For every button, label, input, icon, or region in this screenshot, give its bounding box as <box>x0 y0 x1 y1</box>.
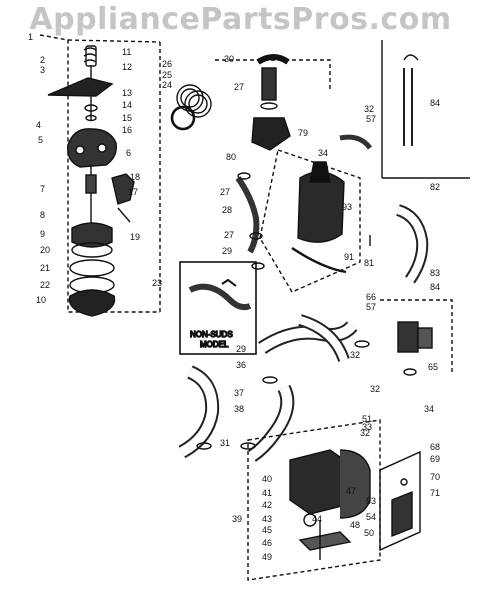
callout-28: 28 <box>222 205 232 215</box>
callout-83: 83 <box>430 268 440 278</box>
non-suds-line1: NON-SUDS <box>190 330 233 339</box>
tub-cone-assembly <box>235 134 373 293</box>
pump-assembly <box>39 34 161 317</box>
callout-40: 40 <box>262 474 272 484</box>
callout-34b: 34 <box>424 404 434 414</box>
callout-4: 4 <box>36 120 41 130</box>
callout-38: 38 <box>234 404 244 414</box>
mounting-bracket <box>379 450 421 552</box>
callout-19: 19 <box>130 232 140 242</box>
callout-84b: 84 <box>430 282 440 292</box>
callout-32b: 32 <box>350 350 360 360</box>
callout-5: 5 <box>38 135 43 145</box>
callout-27a: 27 <box>234 82 244 92</box>
callout-46: 46 <box>262 538 272 548</box>
callout-39: 39 <box>232 514 242 524</box>
non-suds-line2: MODEL <box>200 340 229 349</box>
callout-82: 82 <box>430 182 440 192</box>
non-suds-label: NON-SUDS MODEL <box>189 329 233 349</box>
callout-labels: 1 2 3 4 5 6 7 8 9 10 11 12 13 14 15 16 1… <box>28 32 440 562</box>
callout-42: 42 <box>262 500 272 510</box>
callout-15: 15 <box>122 113 132 123</box>
callout-81: 81 <box>364 258 374 268</box>
callout-17: 17 <box>128 187 138 197</box>
callout-36: 36 <box>236 360 246 370</box>
callout-12: 12 <box>122 62 132 72</box>
callout-32c: 32 <box>370 384 380 394</box>
callout-1: 1 <box>28 32 33 42</box>
callout-32a: 32 <box>364 104 374 114</box>
callout-29a: 29 <box>222 246 232 256</box>
callout-57a: 57 <box>366 114 376 124</box>
callout-80: 80 <box>226 152 236 162</box>
callout-93: 93 <box>342 202 352 212</box>
callout-21: 21 <box>40 263 50 273</box>
callout-34a: 34 <box>318 148 328 158</box>
callout-25: 25 <box>162 70 172 80</box>
callout-37: 37 <box>234 388 244 398</box>
callout-32d: 32 <box>360 428 370 438</box>
callout-53: 53 <box>366 496 376 506</box>
callout-91: 91 <box>344 252 354 262</box>
callout-20: 20 <box>40 245 50 255</box>
callout-33: 33 <box>362 422 372 432</box>
right-hose-assembly <box>380 40 470 376</box>
callout-71: 71 <box>430 488 440 498</box>
callout-79: 79 <box>298 128 308 138</box>
callout-84a: 84 <box>430 98 440 108</box>
callout-23: 23 <box>152 278 162 288</box>
motor-pump-assembly <box>247 419 381 581</box>
drain-hose-assembly <box>178 314 370 462</box>
callout-49: 49 <box>262 552 272 562</box>
callout-47: 47 <box>346 486 356 496</box>
callout-22: 22 <box>40 280 50 290</box>
callout-48: 48 <box>350 520 360 530</box>
non-suds-box <box>179 261 257 355</box>
callout-51: 51 <box>362 414 372 424</box>
callout-69: 69 <box>430 454 440 464</box>
callout-11: 11 <box>122 47 131 57</box>
callout-24: 24 <box>162 80 172 90</box>
callout-66: 66 <box>366 292 376 302</box>
callout-27b: 27 <box>220 187 230 197</box>
callout-50: 50 <box>364 528 374 538</box>
callout-14: 14 <box>122 100 132 110</box>
callout-31: 31 <box>220 438 230 448</box>
callout-27c: 27 <box>224 230 234 240</box>
callout-68: 68 <box>430 442 440 452</box>
inlet-hose-assembly <box>170 54 331 151</box>
callout-3: 3 <box>40 65 45 75</box>
watermark: AppliancePartsPros.com <box>29 2 452 37</box>
callout-70: 70 <box>430 472 440 482</box>
callout-8: 8 <box>40 210 45 220</box>
callout-26: 26 <box>162 59 172 69</box>
callout-43: 43 <box>262 514 272 524</box>
callout-54: 54 <box>366 512 376 522</box>
callout-29b: 29 <box>236 344 246 354</box>
callout-7: 7 <box>40 184 45 194</box>
callout-13: 13 <box>122 88 132 98</box>
callout-41: 41 <box>262 488 272 498</box>
callout-10: 10 <box>36 295 46 305</box>
callout-57b: 57 <box>366 302 376 312</box>
callout-44: 44 <box>312 514 322 524</box>
callout-18: 18 <box>130 172 140 182</box>
callout-45: 45 <box>262 525 272 535</box>
callout-2: 2 <box>40 55 45 65</box>
callout-65: 65 <box>428 362 438 372</box>
callout-6: 6 <box>126 148 131 158</box>
callout-16: 16 <box>122 125 132 135</box>
callout-9: 9 <box>40 229 45 239</box>
callout-30: 30 <box>224 54 234 64</box>
